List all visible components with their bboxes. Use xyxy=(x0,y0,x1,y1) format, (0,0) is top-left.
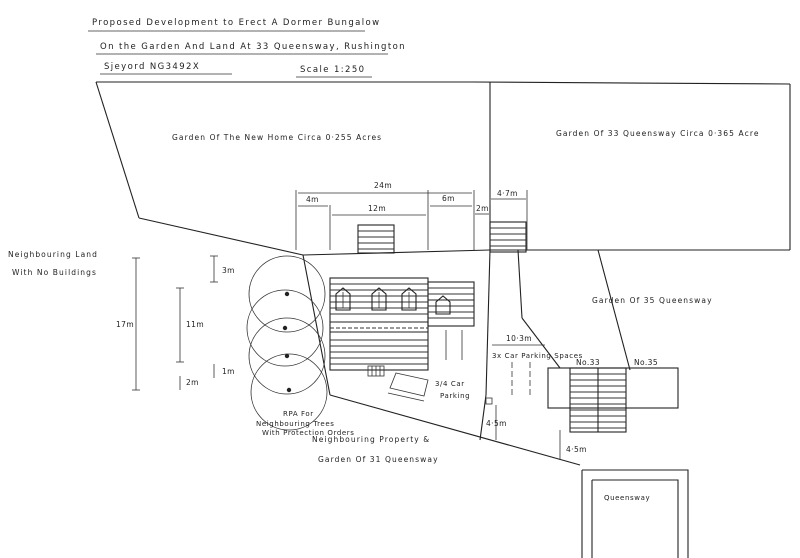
shed-block-left xyxy=(357,224,395,254)
site-boundary xyxy=(95,81,791,466)
house-33-35 xyxy=(547,367,679,433)
dim-4-7m: 4·7m xyxy=(497,189,518,198)
grid-reference: Sjeyord NG3492X xyxy=(104,62,200,72)
dim-1m: 1m xyxy=(222,367,235,376)
garden-33-label: Garden Of 33 Queensway Circa 0·365 Acre xyxy=(556,129,760,138)
parking-new-label-2: Parking xyxy=(440,392,470,400)
dim-10-3m: 10·3m xyxy=(506,334,532,343)
queensway-road xyxy=(581,469,689,558)
dim-2m: 2m xyxy=(476,204,489,213)
proposed-bungalow xyxy=(329,277,475,377)
dim-11m: 11m xyxy=(186,320,204,329)
parking-new-label: 3/4 Car xyxy=(435,380,465,388)
garden-31-label: Garden Of 31 Queensway xyxy=(318,455,439,464)
rpa-label-3: With Protection Orders xyxy=(262,429,355,437)
neighbouring-property-label: Neighbouring Property & xyxy=(312,435,430,444)
dim-12m: 12m xyxy=(368,204,386,213)
dim-3m: 3m xyxy=(222,266,235,275)
dim-6m: 6m xyxy=(442,194,455,203)
dormer-window-1 xyxy=(335,287,351,311)
no-buildings-label: With No Buildings xyxy=(12,268,97,277)
neighbouring-land-label: Neighbouring Land xyxy=(8,250,98,259)
dim-4-5m-right: 4·5m xyxy=(566,445,587,454)
entrance-steps xyxy=(367,365,385,377)
house-no-33-label: No.33 xyxy=(576,358,600,367)
top-dimensions: 24m 4m 12m 6m 2m 4·7m xyxy=(295,181,528,250)
garden-35-label: Garden Of 35 Queensway xyxy=(592,296,713,305)
dim-24m: 24m xyxy=(374,181,392,190)
tree-rpa-circles xyxy=(246,255,328,431)
meter-box xyxy=(485,397,493,405)
dormer-window-2 xyxy=(371,287,387,311)
scale-label: Scale 1:250 xyxy=(300,65,365,75)
title-block: Proposed Development to Erect A Dormer B… xyxy=(88,18,406,78)
dim-4m: 4m xyxy=(306,195,319,204)
parking-spaces-33: 10·3m xyxy=(492,334,545,396)
rpa-label-1: RPA For xyxy=(283,410,314,418)
side-dimensions: 3m 11m 17m 1m 2m xyxy=(116,255,235,391)
dormer-window-4 xyxy=(435,295,451,315)
dormer-window-3 xyxy=(401,287,417,311)
new-home-parking xyxy=(387,330,463,402)
garden-new-home-label: Garden Of The New Home Circa 0·255 Acres xyxy=(172,133,382,142)
queensway-label: Queensway xyxy=(604,494,650,502)
shed-block-right xyxy=(489,221,527,253)
title-line-2: On the Garden And Land At 33 Queensway, … xyxy=(100,42,406,52)
house-no-35-label: No.35 xyxy=(634,358,658,367)
dim-17m: 17m xyxy=(116,320,134,329)
title-line-1: Proposed Development to Erect A Dormer B… xyxy=(92,18,380,28)
dim-2m-side: 2m xyxy=(186,378,199,387)
parking-spaces-label: 3x Car Parking Spaces xyxy=(492,352,583,360)
rpa-label-2: Neighbouring Trees xyxy=(256,420,335,428)
dim-4-5m-left: 4·5m xyxy=(486,419,507,428)
